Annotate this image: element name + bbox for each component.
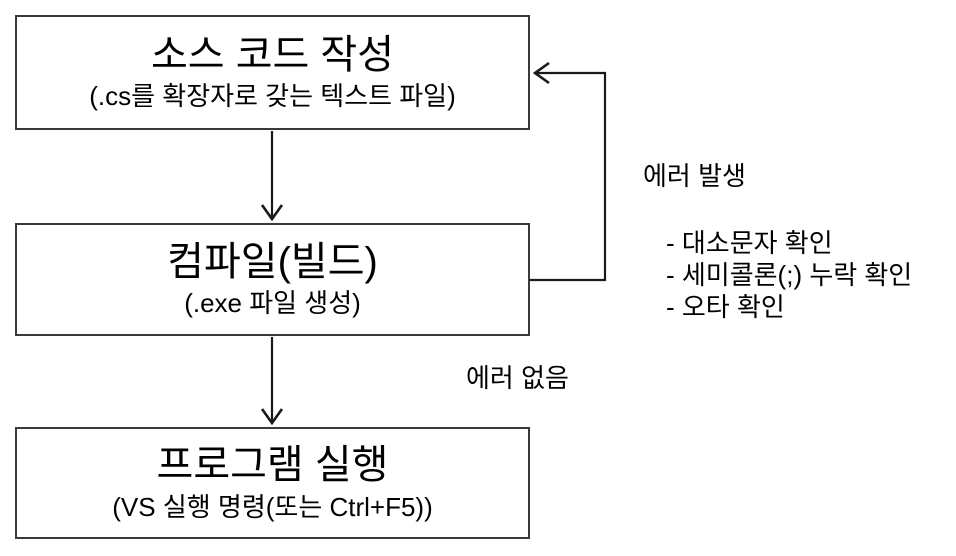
label-no-error: 에러 없음	[466, 363, 569, 393]
source-code-title: 소스 코드 작성	[150, 32, 395, 77]
flow-box-source-code: 소스 코드 작성 (.cs를 확장자로 갖는 텍스트 파일)	[15, 15, 530, 130]
source-code-subtitle: (.cs를 확장자로 갖는 텍스트 파일)	[89, 81, 456, 112]
compile-title: 컴파일(빌드)	[167, 239, 378, 284]
run-program-title: 프로그램 실행	[156, 443, 389, 487]
error-note-semicolon: - 세미콜론(;) 누락 확인	[666, 260, 913, 290]
error-note-typo: - 오타 확인	[666, 292, 785, 322]
flow-box-run-program: 프로그램 실행 (VS 실행 명령(또는 Ctrl+F5))	[15, 427, 530, 539]
run-program-subtitle: (VS 실행 명령(또는 Ctrl+F5))	[112, 491, 433, 522]
arrow-error-loop-icon	[528, 61, 607, 282]
flow-box-compile: 컴파일(빌드) (.exe 파일 생성)	[15, 223, 530, 336]
label-error-occurred: 에러 발생	[643, 161, 746, 191]
compile-subtitle: (.exe 파일 생성)	[184, 288, 361, 319]
error-note-case: - 대소문자 확인	[666, 228, 833, 258]
error-checklist: - 대소문자 확인 - 세미콜론(;) 누락 확인 - 오타 확인	[666, 227, 912, 323]
